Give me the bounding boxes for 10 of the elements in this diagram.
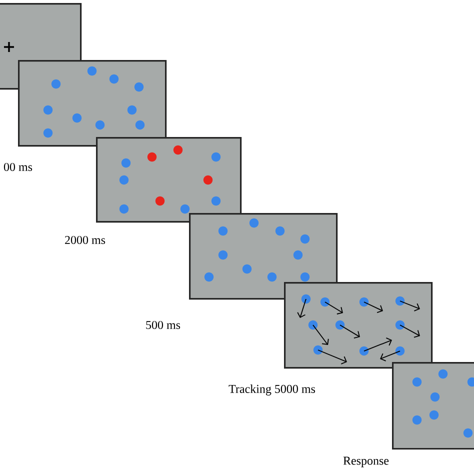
duration-label: Response bbox=[343, 456, 389, 468]
duration-label: 00 ms bbox=[4, 162, 32, 172]
duration-label: 2000 ms bbox=[65, 236, 106, 244]
screen-drawing bbox=[18, 60, 167, 147]
duration-label: 500 ms bbox=[146, 320, 180, 330]
screen-drawing bbox=[284, 282, 433, 369]
screen-drawing bbox=[392, 362, 474, 450]
screen-drawing bbox=[96, 137, 242, 223]
duration-label: Tracking 5000 ms bbox=[228, 384, 316, 396]
screen-drawing bbox=[189, 213, 338, 300]
